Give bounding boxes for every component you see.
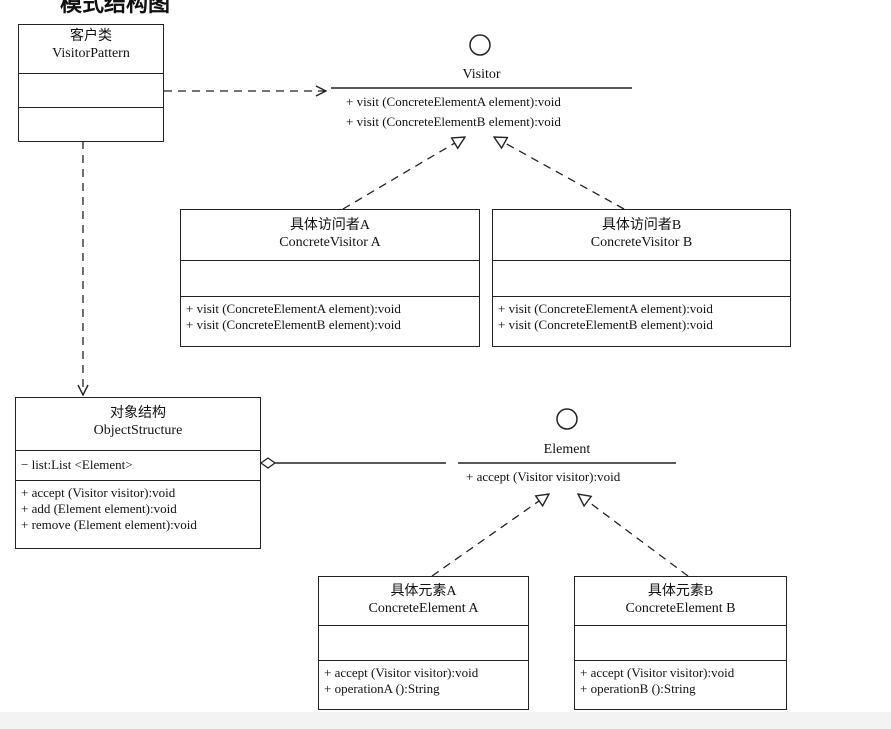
concrete-element-a-cn: 具体元素A xyxy=(390,584,457,599)
object-structure-box: 对象结构 ObjectStructure − list:List <Elemen… xyxy=(15,397,261,549)
object-structure-cn: 对象结构 xyxy=(110,406,166,421)
concrete-element-a-method-1: + accept (Visitor visitor):void xyxy=(324,665,479,680)
concrete-element-b-cn: 具体元素B xyxy=(647,584,714,599)
concrete-visitor-a-method-2: + visit (ConcreteElementB element):void xyxy=(186,317,401,332)
client-methods-compartment xyxy=(19,107,163,141)
object-structure-attributes: − list:List <Element> xyxy=(16,450,260,480)
client-class-cn: 客户类 xyxy=(70,29,112,44)
element-method-1: + accept (Visitor visitor):void xyxy=(466,469,621,484)
object-structure-method-2: + add (Element element):void xyxy=(21,501,177,516)
visitor-method-1: + visit (ConcreteElementA element):void xyxy=(346,94,561,109)
page-heading: 模式结构图 xyxy=(60,0,171,17)
concrete-element-b-name: ConcreteElement B xyxy=(625,601,736,616)
object-structure-method-3: + remove (Element element):void xyxy=(21,517,197,532)
element-interface-lollipop-icon xyxy=(556,408,578,430)
concrete-visitor-a-method-1: + visit (ConcreteElementA element):void xyxy=(186,301,401,316)
element-b-realization xyxy=(578,494,689,577)
concrete-visitor-a-attributes xyxy=(181,260,479,296)
concrete-element-b-box: 具体元素B ConcreteElement B + accept (Visito… xyxy=(574,576,787,710)
concrete-visitor-a-methods: + visit (ConcreteElementA element):void … xyxy=(181,296,479,333)
element-a-realization xyxy=(431,494,549,577)
concrete-visitor-a-box: 具体访问者A ConcreteVisitor A + visit (Concre… xyxy=(180,209,480,347)
concrete-visitor-b-name: ConcreteVisitor B xyxy=(590,235,693,250)
concrete-element-a-attributes xyxy=(319,625,528,660)
aggregation-diamond-icon xyxy=(259,457,277,469)
bottom-margin xyxy=(0,712,891,729)
visitor-b-realization xyxy=(494,137,625,210)
object-structure-methods: + accept (Visitor visitor):void + add (E… xyxy=(16,480,260,533)
object-structure-attribute-1: − list:List <Element> xyxy=(21,457,133,472)
concrete-visitor-b-methods: + visit (ConcreteElementA element):void … xyxy=(493,296,790,333)
element-interface-name: Element xyxy=(543,442,591,457)
visitor-a-realization xyxy=(342,137,465,210)
visitor-interface-name: Visitor xyxy=(462,67,501,82)
concrete-element-a-name: ConcreteElement A xyxy=(368,601,479,616)
concrete-element-a-method-2: + operationA ():String xyxy=(324,681,440,696)
client-attributes-compartment xyxy=(19,73,163,107)
concrete-element-b-attributes xyxy=(575,625,786,660)
client-class-name: VisitorPattern xyxy=(52,46,130,61)
visitor-method-2: + visit (ConcreteElementB element):void xyxy=(346,114,561,129)
concrete-element-a-methods: + accept (Visitor visitor):void + operat… xyxy=(319,660,528,697)
object-structure-name: ObjectStructure xyxy=(93,423,183,438)
visitor-interface-lollipop-icon xyxy=(469,34,491,56)
concrete-element-b-methods: + accept (Visitor visitor):void + operat… xyxy=(575,660,786,697)
concrete-visitor-b-method-1: + visit (ConcreteElementA element):void xyxy=(498,301,713,316)
concrete-visitor-b-box: 具体访问者B ConcreteVisitor B + visit (Concre… xyxy=(492,209,791,347)
concrete-element-a-box: 具体元素A ConcreteElement A + accept (Visito… xyxy=(318,576,529,710)
concrete-element-b-method-1: + accept (Visitor visitor):void xyxy=(580,665,735,680)
concrete-visitor-a-cn: 具体访问者A xyxy=(289,218,371,233)
concrete-element-b-method-2: + operationB ():String xyxy=(580,681,696,696)
client-class-box: 客户类 VisitorPattern xyxy=(18,24,164,142)
concrete-visitor-b-attributes xyxy=(493,260,790,296)
concrete-visitor-b-method-2: + visit (ConcreteElementB element):void xyxy=(498,317,713,332)
concrete-visitor-a-name: ConcreteVisitor A xyxy=(279,235,381,250)
concrete-visitor-b-cn: 具体访问者B xyxy=(601,218,682,233)
object-structure-method-1: + accept (Visitor visitor):void xyxy=(21,485,176,500)
